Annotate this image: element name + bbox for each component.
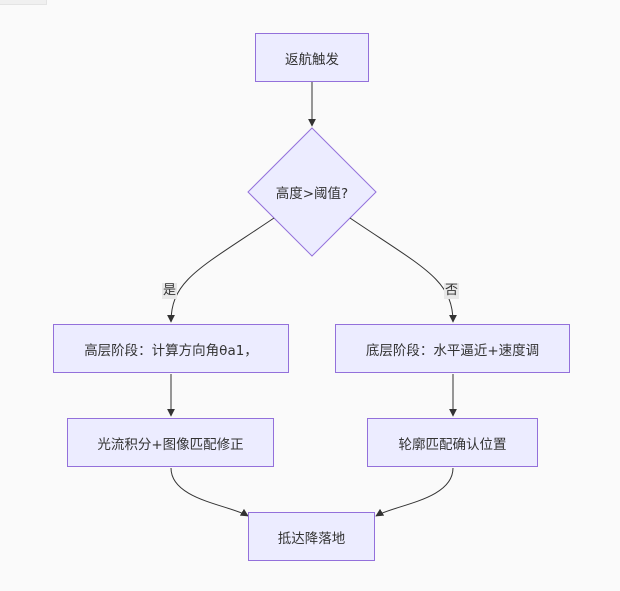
node-low-phase: 底层阶段：水平逼近+速度调 [335, 324, 570, 373]
node-contour-match: 轮廓匹配确认位置 [367, 418, 538, 467]
edge-decision-to-high-phase [167, 217, 275, 323]
decision-diamond [247, 127, 377, 257]
edge-label-yes: 是 [162, 283, 178, 299]
decision-label: 高度>阈值? [248, 180, 376, 204]
edge-decision-to-low-phase [349, 217, 457, 323]
edge-contour-match-to-landing [375, 467, 454, 517]
node-high-phase-label: 高层阶段：计算方向角θa1， [84, 342, 258, 359]
node-low-phase-label: 底层阶段：水平逼近+速度调 [365, 342, 540, 359]
node-optical-flow-label: 光流积分+图像匹配修正 [97, 436, 244, 453]
edge-label-no: 否 [444, 283, 460, 299]
node-return-trigger-label: 返航触发 [285, 51, 339, 68]
decision-label-text: 高度>阈值? [275, 186, 349, 202]
node-landing: 抵达降落地 [248, 512, 375, 561]
node-high-phase: 高层阶段：计算方向角θa1， [53, 324, 289, 373]
node-contour-match-label: 轮廓匹配确认位置 [398, 436, 507, 453]
node-landing-label: 抵达降落地 [277, 530, 346, 547]
edge-optical-flow-to-landing [170, 467, 249, 517]
node-optical-flow: 光流积分+图像匹配修正 [67, 418, 274, 467]
corner-tab [0, 0, 47, 5]
node-return-trigger: 返航触发 [255, 33, 369, 82]
